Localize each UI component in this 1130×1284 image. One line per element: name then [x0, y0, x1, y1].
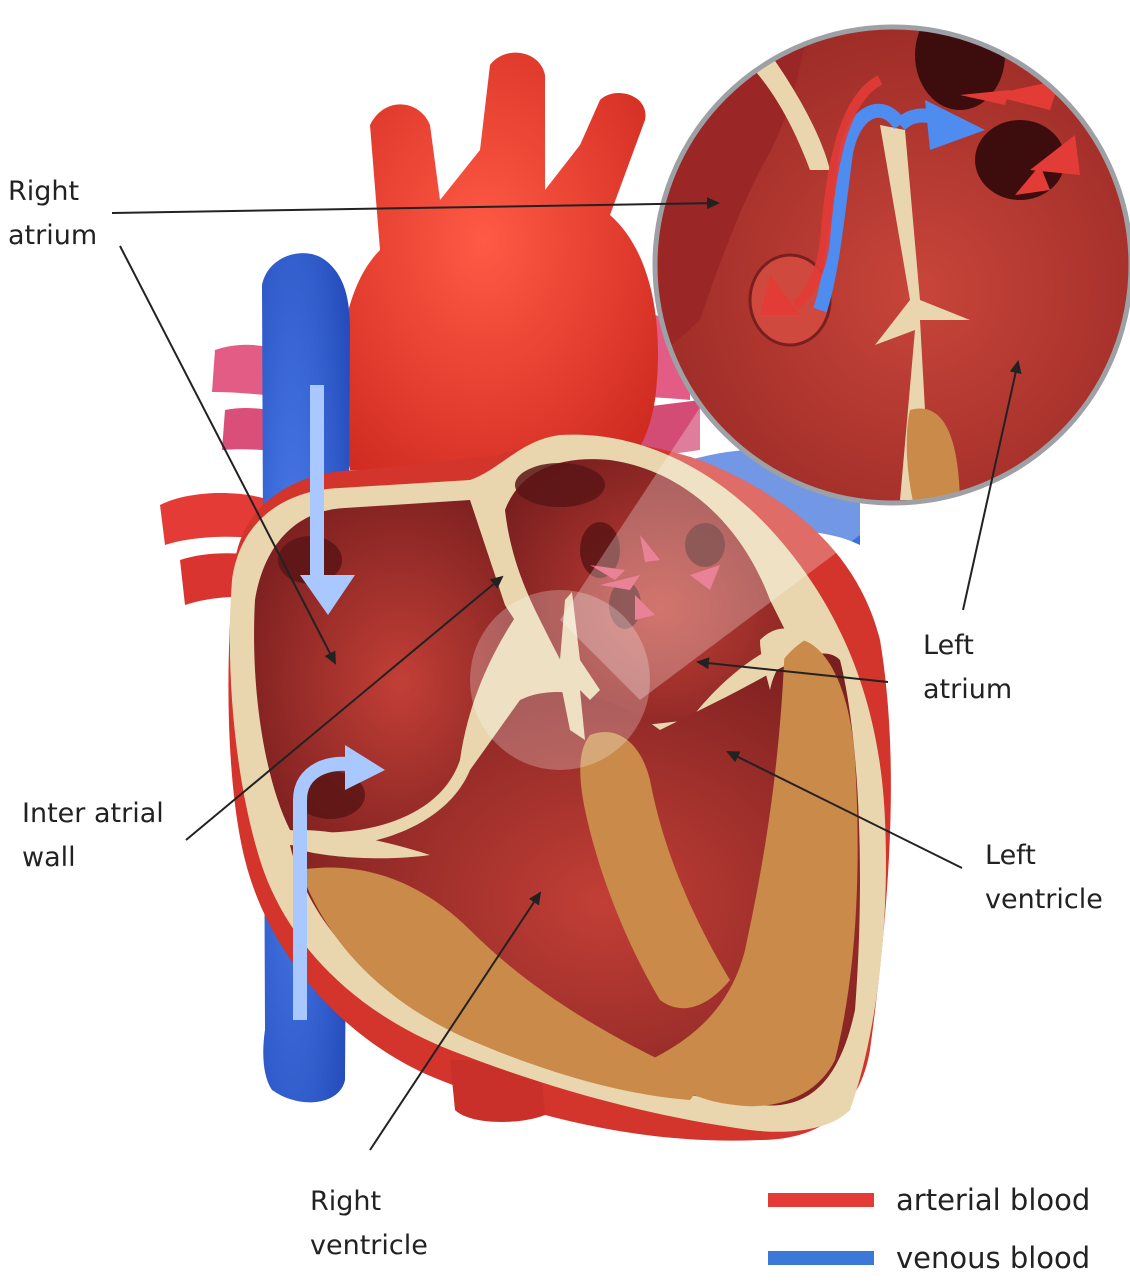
label-left-ventricle: Left ventricle	[985, 834, 1103, 922]
label-left-atrium-line2: atrium	[923, 674, 1013, 705]
leader-lines	[111, 197, 1022, 1151]
zoom-source-circle	[470, 590, 650, 770]
leader-right-atrium-heart	[119, 245, 336, 665]
label-left-atrium-line1: Left	[923, 630, 974, 661]
label-left-ventricle-line1: Left	[985, 840, 1036, 871]
leader-left-atrium-heart	[696, 657, 889, 683]
leader-left-atrium-zoom	[962, 360, 1022, 611]
inter-atrial-wall	[470, 500, 600, 740]
label-right-atrium: Right atrium	[8, 170, 97, 258]
leader-right-ventricle	[369, 891, 542, 1151]
legend-swatch-venous	[768, 1251, 874, 1265]
legend-arterial: arterial blood	[768, 1178, 1108, 1222]
aorta	[340, 52, 658, 470]
label-inter-atrial-wall-line1: Inter atrial	[22, 798, 164, 829]
label-right-atrium-line1: Right	[8, 176, 80, 207]
legend-label-venous: venous blood	[896, 1241, 1091, 1275]
left-ventricle-myocardium	[650, 638, 858, 1107]
label-right-atrium-line2: atrium	[8, 220, 98, 251]
leader-left-ventricle	[726, 751, 963, 869]
label-inter-atrial-wall: Inter atrial wall	[22, 792, 164, 880]
label-left-ventricle-line2: ventricle	[985, 884, 1103, 915]
mitral-leaflet	[760, 628, 805, 690]
right-ventricle-myocardium	[300, 867, 694, 1100]
zoom-inset	[652, 24, 1130, 506]
arterial-flow-arrows	[590, 535, 720, 620]
leader-inter-atrial-wall	[185, 575, 504, 841]
label-inter-atrial-wall-line2: wall	[22, 842, 76, 873]
label-left-atrium: Left atrium	[923, 624, 1012, 712]
leader-right-atrium-zoom	[111, 197, 720, 214]
septum-myocardium	[580, 732, 730, 1009]
legend-venous: venous blood	[768, 1236, 1108, 1280]
venous-flow-arrows	[293, 385, 385, 1020]
label-right-ventricle-line2: ventricle	[310, 1230, 428, 1261]
label-right-ventricle: Right ventricle	[310, 1180, 428, 1268]
legend-swatch-arterial	[768, 1193, 874, 1207]
tricuspid-leaflet	[300, 830, 430, 859]
label-right-ventricle-line1: Right	[310, 1186, 382, 1217]
legend-label-arterial: arterial blood	[896, 1183, 1091, 1217]
